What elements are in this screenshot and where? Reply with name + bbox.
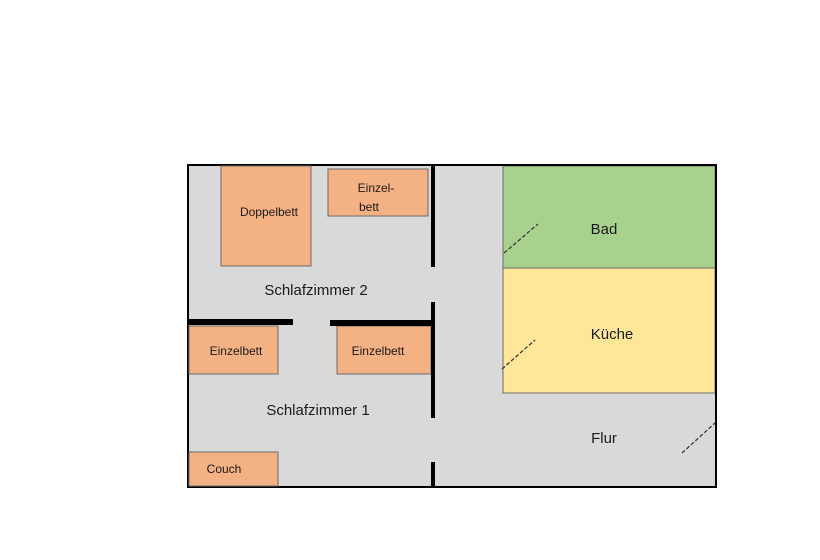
bathroom-area bbox=[502, 165, 716, 269]
room-label-bedroom-1: Schlafzimmer 1 bbox=[266, 402, 369, 419]
door-swing-icon bbox=[503, 223, 539, 254]
kitchen-area bbox=[502, 267, 716, 394]
couch bbox=[188, 451, 279, 487]
single-bed-top bbox=[327, 168, 429, 217]
single-bed-left bbox=[188, 325, 279, 375]
room-label-bathroom: Bad bbox=[591, 221, 618, 238]
outer-wall bbox=[187, 164, 717, 488]
room-label-kitchen: Küche bbox=[591, 326, 634, 343]
door-swing-icon bbox=[501, 339, 536, 370]
couch-label: Couch bbox=[207, 462, 242, 476]
double-bed bbox=[220, 165, 312, 267]
single-bed-top-label-line1: Einzel- bbox=[358, 181, 395, 195]
single-bed-left-label: Einzelbett bbox=[210, 344, 263, 358]
double-bed-label: Doppelbett bbox=[240, 205, 299, 219]
single-bed-right-label: Einzelbett bbox=[352, 344, 405, 358]
door-swing-icon bbox=[681, 422, 716, 454]
room-label-hallway: Flur bbox=[591, 430, 617, 447]
single-bed-right bbox=[336, 325, 432, 375]
single-bed-top-label-line2: bett bbox=[359, 200, 380, 214]
room-label-bedroom-2: Schlafzimmer 2 bbox=[264, 282, 367, 299]
